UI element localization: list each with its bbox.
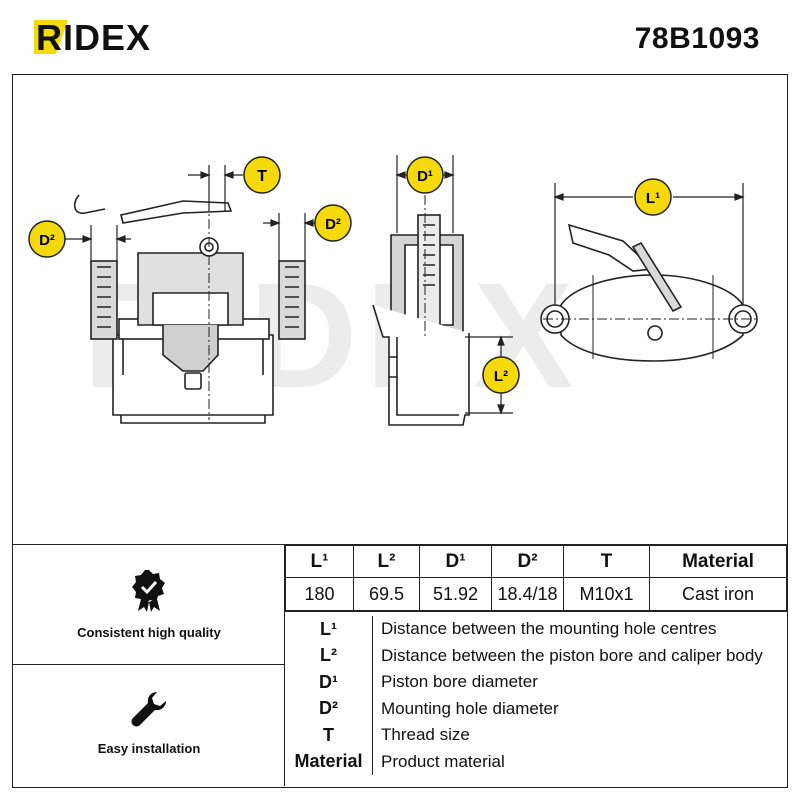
spec-header-T: T — [563, 545, 650, 578]
technical-drawing: RIDEX — [28, 155, 759, 426]
spec-header-D1: D¹ — [419, 545, 492, 578]
callout-L1: L¹ — [634, 178, 672, 216]
svg-text:L¹: L¹ — [646, 190, 660, 207]
svg-text:D²: D² — [39, 232, 55, 249]
legend-desc: Piston bore diameter — [381, 672, 538, 692]
spec-header-L1: L¹ — [285, 545, 354, 578]
legend-key: Material — [285, 748, 373, 775]
spec-value-row: 180 69.5 51.92 18.4/18 M10x1 Cast iron — [285, 577, 787, 611]
technical-drawing-panel: RIDEX — [12, 74, 788, 546]
check-badge-icon — [132, 570, 165, 612]
legend-key: T — [285, 722, 373, 749]
spec-value-T: M10x1 — [563, 577, 650, 611]
caliper-top-view — [540, 223, 759, 362]
svg-text:RIDEX: RIDEX — [36, 17, 151, 58]
spec-value-material: Cast iron — [649, 577, 787, 611]
spec-value-L1: 180 — [285, 577, 354, 611]
part-number: 78B1093 — [634, 22, 760, 55]
callout-D1: D¹ — [406, 156, 444, 194]
callout-L2: L² — [482, 356, 520, 394]
legend-row-D2: D² Mounting hole diameter — [285, 695, 787, 722]
svg-text:D²: D² — [325, 216, 341, 233]
spec-table: L¹ L² D¹ D² T Material 180 69.5 51.92 18… — [285, 545, 787, 611]
feature-installation-label: Easy installation — [97, 741, 201, 756]
legend-key: D¹ — [285, 669, 373, 696]
caliper-section-view — [372, 195, 470, 426]
legend-desc: Distance between the piston bore and cal… — [381, 645, 763, 665]
spec-header-L2: L² — [353, 545, 420, 578]
legend-desc: Thread size — [381, 725, 470, 745]
legend-desc: Distance between the mounting hole centr… — [381, 619, 717, 639]
svg-text:T: T — [257, 168, 267, 185]
header: RIDEX 78B1093 — [0, 0, 800, 74]
legend-row-material: Material Product material — [285, 748, 787, 775]
info-section: Consistent high quality Easy installatio… — [12, 544, 788, 788]
spec-value-L2: 69.5 — [353, 577, 420, 611]
legend-row-L1: L¹ Distance between the mounting hole ce… — [285, 616, 787, 643]
legend-row-L2: L² Distance between the piston bore and … — [285, 642, 787, 669]
svg-text:D¹: D¹ — [417, 168, 433, 185]
callout-D2-left: D² — [28, 220, 66, 258]
caliper-front-view — [73, 165, 306, 424]
legend-row-D1: D¹ Piston bore diameter — [285, 669, 787, 696]
wrench-icon — [131, 692, 166, 727]
legend: L¹ Distance between the mounting hole ce… — [285, 611, 787, 786]
feature-installation: Easy installation — [13, 665, 285, 786]
spec-value-D1: 51.92 — [419, 577, 492, 611]
feature-quality-label: Consistent high quality — [77, 625, 221, 640]
svg-text:L²: L² — [494, 368, 508, 385]
legend-key: L¹ — [285, 616, 373, 643]
ridex-logo: RIDEX — [34, 17, 151, 58]
spec-header-material: Material — [649, 545, 787, 578]
legend-key: L² — [285, 642, 373, 669]
callout-T: T — [243, 156, 281, 194]
legend-desc: Mounting hole diameter — [381, 698, 559, 718]
spec-value-D2: 18.4/18 — [491, 577, 564, 611]
legend-key: D² — [285, 695, 373, 722]
features-column: Consistent high quality Easy installatio… — [13, 545, 285, 786]
callout-D2-right: D² — [314, 204, 352, 242]
spec-header-D2: D² — [491, 545, 564, 578]
legend-row-T: T Thread size — [285, 722, 787, 749]
legend-desc: Product material — [381, 751, 505, 771]
feature-quality: Consistent high quality — [13, 545, 285, 665]
spec-header-row: L¹ L² D¹ D² T Material — [285, 545, 787, 578]
